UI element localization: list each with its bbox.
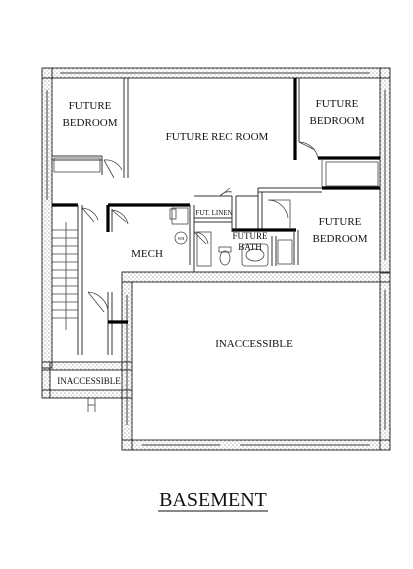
room-label-rec-room: FUTURE REC ROOM [166,131,269,143]
wall-outlines [41,67,391,451]
plan-title-text: BASEMENT [159,489,267,511]
room-label-bedroom-right-bottom-2: BEDROOM [312,233,367,245]
water-heater-label: WH [178,236,185,241]
stair-treads [52,222,78,330]
room-label-bath-1: FUTURE [232,231,268,241]
room-label-bedroom-left-2: BEDROOM [62,117,117,129]
room-labels: FUTURE BEDROOM FUTURE REC ROOM FUTURE BE… [57,98,367,386]
room-label-bedroom-left-1: FUTURE [69,100,112,112]
room-label-bedroom-right-bottom-1: FUTURE [319,216,362,228]
room-label-bedroom-right-top-2: BEDROOM [309,115,364,127]
room-label-bedroom-right-top-1: FUTURE [316,98,359,110]
room-label-inaccessible-main: INACCESSIBLE [215,338,293,350]
room-label-linen: FUT. LINEN [195,209,232,217]
entry-steps [87,398,96,412]
interior-walls [52,78,380,355]
room-label-bath-2: BATH [238,242,262,252]
plan-title: BASEMENT [158,489,268,512]
room-label-mech: MECH [131,248,163,260]
room-label-inaccessible-small: INACCESSIBLE [57,376,121,386]
